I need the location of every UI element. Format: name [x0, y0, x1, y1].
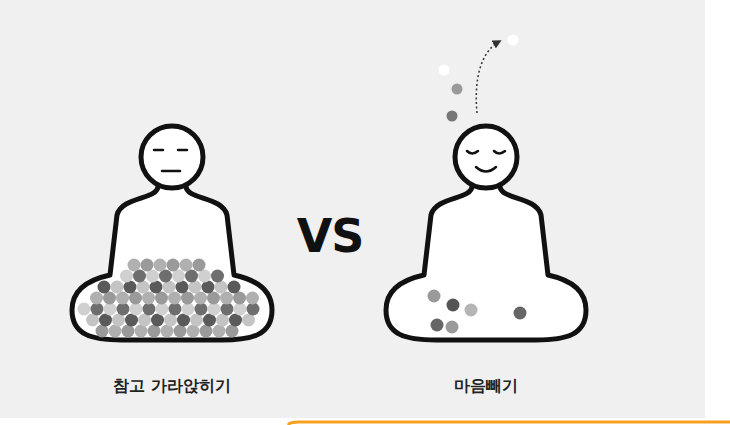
- ball: [198, 270, 211, 283]
- background-panel: [0, 0, 705, 418]
- figure-eye: [494, 151, 505, 154]
- ball: [137, 281, 150, 294]
- ball: [155, 292, 168, 305]
- ball: [142, 292, 155, 305]
- ball: [146, 270, 159, 283]
- ball: [431, 319, 444, 332]
- ball: [193, 259, 206, 272]
- ball: [181, 292, 194, 305]
- figure-eye: [154, 149, 163, 152]
- ball: [154, 259, 167, 272]
- ball: [141, 259, 154, 272]
- ball: [202, 281, 215, 294]
- ball: [211, 270, 224, 283]
- ball: [185, 270, 198, 283]
- floating-ball: [452, 84, 463, 95]
- figure-mouth: [162, 170, 180, 173]
- ball: [465, 304, 478, 317]
- floating-ball: [439, 65, 450, 76]
- rising-arrow: [476, 41, 500, 113]
- versus-label: VS: [297, 209, 364, 263]
- ball: [174, 325, 187, 338]
- meditating-figure: [386, 35, 586, 341]
- figure-head: [455, 126, 517, 188]
- ball: [90, 292, 103, 305]
- ball: [213, 325, 226, 338]
- ball: [135, 325, 148, 338]
- ball: [109, 325, 122, 338]
- ball-pile: [78, 259, 260, 338]
- ball: [246, 292, 259, 305]
- floating-ball: [508, 35, 519, 46]
- ball: [78, 303, 91, 316]
- ball: [163, 281, 176, 294]
- figure-eye: [178, 149, 187, 152]
- ball: [124, 281, 137, 294]
- ball: [514, 307, 527, 320]
- ball: [226, 325, 239, 338]
- figure-eye: [467, 151, 478, 154]
- ball: [159, 270, 172, 283]
- ball: [116, 292, 129, 305]
- ball: [111, 281, 124, 294]
- ball: [220, 292, 233, 305]
- caption-label: 참고 가라앉히기: [113, 376, 231, 397]
- ball: [98, 281, 111, 294]
- figure-body: [386, 186, 586, 340]
- ball: [228, 281, 241, 294]
- ball: [187, 325, 200, 338]
- ball: [103, 292, 116, 305]
- floating-ball: [447, 111, 458, 122]
- ball: [161, 325, 174, 338]
- figure-head: [141, 126, 203, 188]
- ball: [148, 325, 161, 338]
- ball: [207, 292, 220, 305]
- ball: [176, 281, 189, 294]
- ball: [194, 292, 207, 305]
- ball: [447, 299, 460, 312]
- figure-smile: [476, 167, 496, 172]
- accent-line: [288, 422, 730, 425]
- ball: [428, 290, 441, 303]
- figure-body: [72, 186, 272, 340]
- ball: [128, 259, 141, 272]
- caption-label: 마음빼기: [454, 376, 518, 397]
- ball: [96, 325, 109, 338]
- ball: [215, 281, 228, 294]
- ball: [168, 292, 181, 305]
- ball: [133, 270, 146, 283]
- ball: [120, 270, 133, 283]
- ball: [167, 259, 180, 272]
- ball: [150, 281, 163, 294]
- ball: [189, 281, 202, 294]
- ball: [233, 292, 246, 305]
- ball: [122, 325, 135, 338]
- meditating-figure: [72, 126, 272, 340]
- ball: [180, 259, 193, 272]
- ball: [129, 292, 142, 305]
- ball: [172, 270, 185, 283]
- ball: [200, 325, 213, 338]
- ball: [446, 321, 459, 334]
